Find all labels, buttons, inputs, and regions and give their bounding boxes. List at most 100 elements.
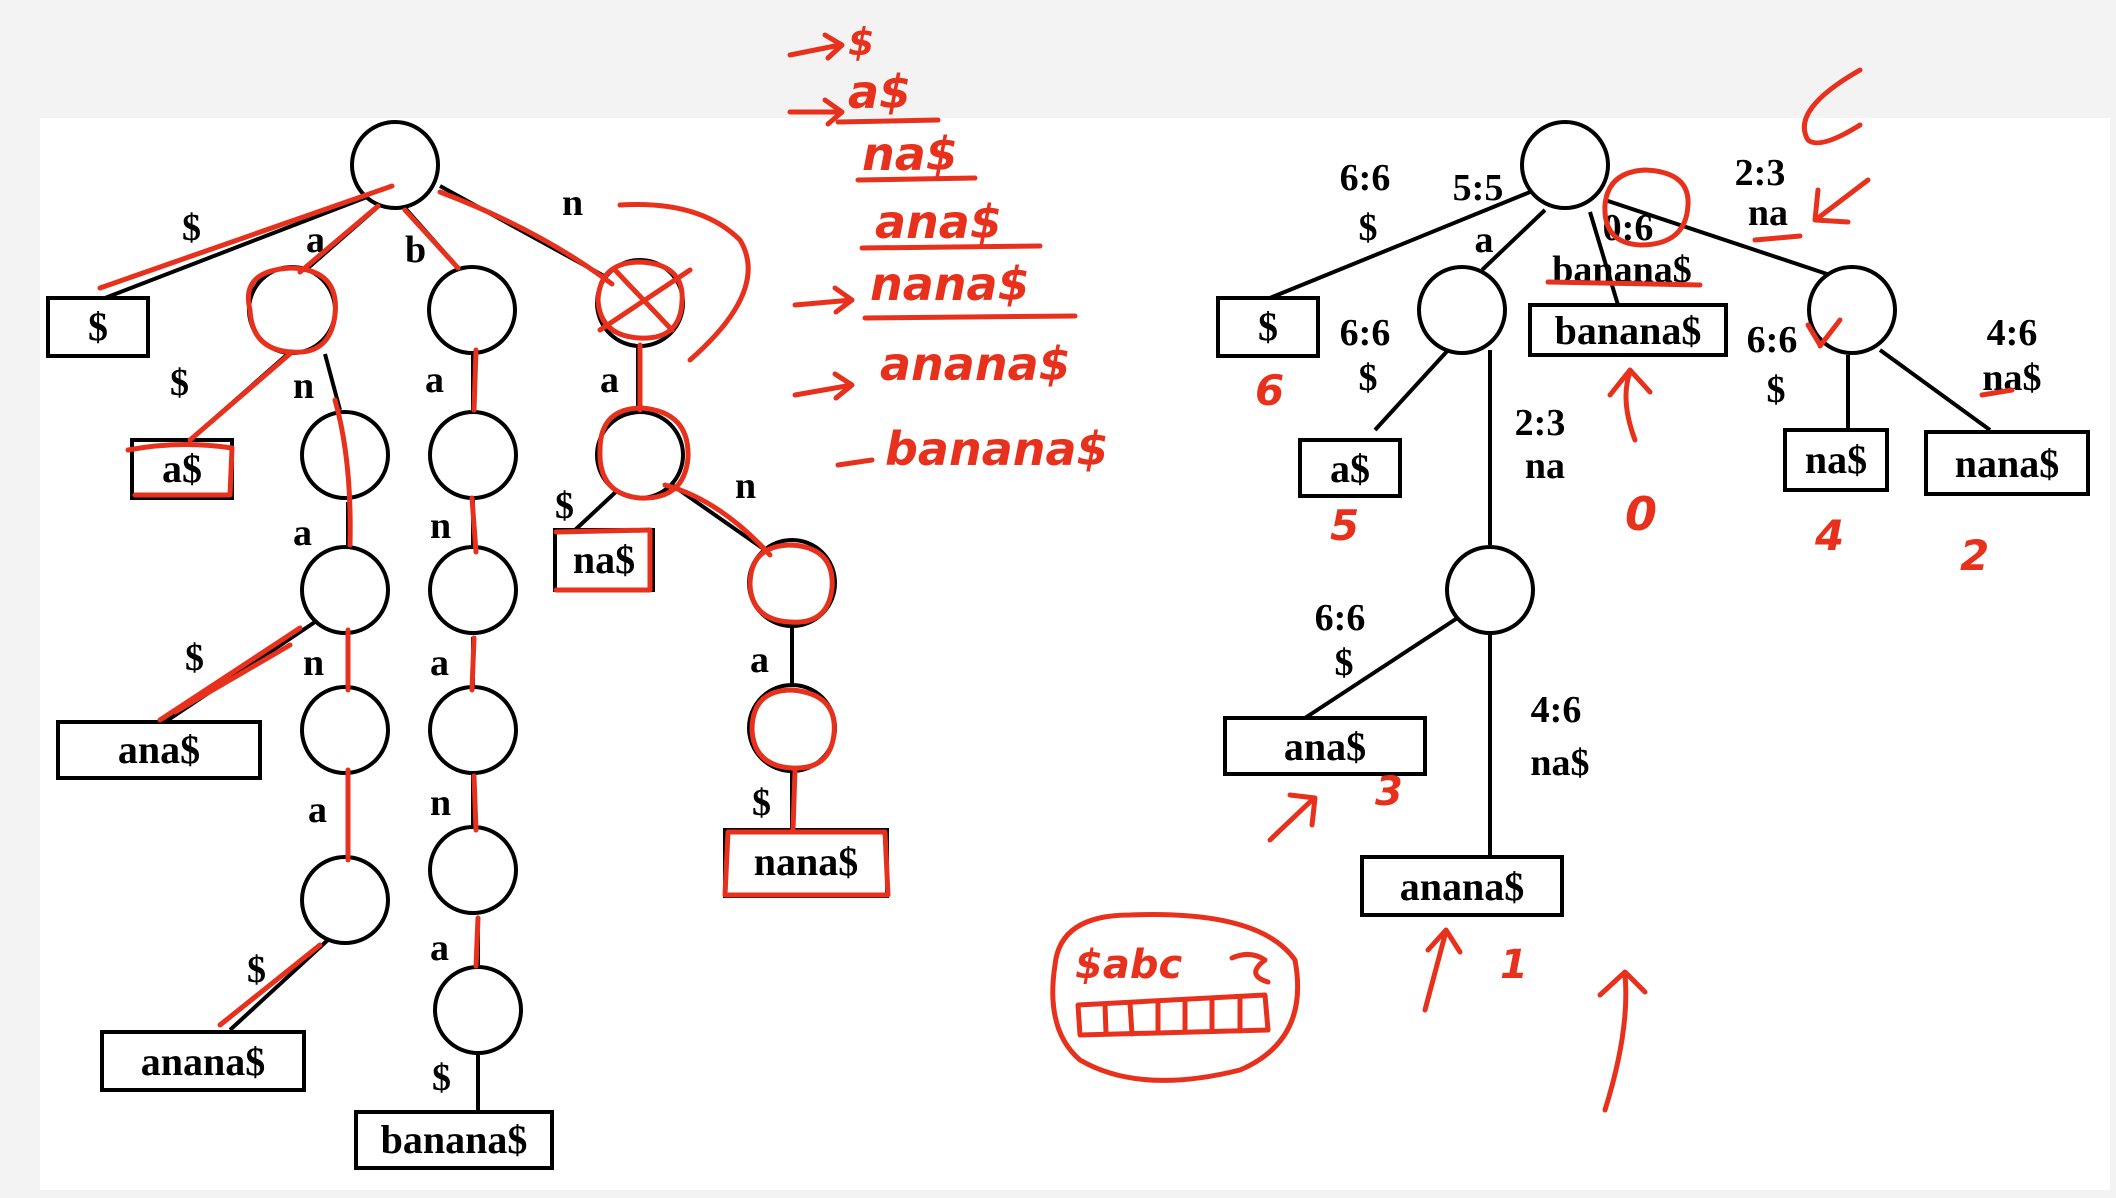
trie-edge-label: a: [293, 512, 312, 554]
ink-stroke: [597, 405, 691, 501]
ink-stroke: [722, 829, 891, 898]
ink-suffix-item: a$: [848, 65, 911, 119]
ink-underline: [835, 117, 941, 125]
ink-suffix-item: $: [848, 20, 874, 64]
ink-underline: [1752, 233, 1803, 243]
trie-leaf: na$: [553, 528, 655, 592]
suffix-tree-leaf: nana$: [1924, 430, 2090, 496]
ink-circle: [1602, 167, 1691, 248]
svg-text:nana$: nana$: [1955, 441, 2060, 486]
suffix-tree-edge-range: 4:6: [1531, 689, 1582, 731]
svg-text:ana$: ana$: [1284, 724, 1366, 769]
suffix-tree-node: [1445, 545, 1535, 635]
trie-edge-label: n: [562, 182, 583, 224]
ink-strike-node: [597, 267, 693, 333]
arrow-icon: [835, 457, 875, 468]
trie-edge-label: a: [430, 642, 449, 684]
trie-edge-label: a: [430, 927, 449, 969]
trie-node: [428, 685, 518, 775]
trie-leaf: ana$: [56, 720, 262, 780]
arrow-icon: [1597, 969, 1648, 1113]
arrow-icon: [787, 32, 845, 61]
trie-edge-label: $: [752, 782, 771, 824]
ink-strike-node: [595, 259, 685, 341]
ink-stroke: [97, 183, 395, 291]
trie-edge-label: $: [247, 949, 266, 991]
trie-node: [300, 855, 390, 945]
svg-text:ana$: ana$: [118, 727, 200, 772]
ink-stroke: [1801, 67, 1863, 146]
arrow-icon: [792, 285, 855, 315]
trie-edge-label: n: [293, 365, 314, 407]
trie-leaf: $: [46, 296, 150, 358]
suffix-tree-edge-text: na: [1525, 445, 1565, 487]
ink-suffix-item: ana$: [875, 195, 1002, 249]
ink-suffix-item: banana$: [885, 422, 1109, 476]
trie-node: [428, 410, 518, 500]
ink-stroke: [332, 397, 353, 548]
ink-stroke: [297, 203, 381, 275]
suffix-tree-edge-range: 6:6: [1315, 597, 1366, 639]
suffix-tree-leaf: ana$: [1223, 716, 1427, 776]
ink-leaf-index: 2: [1960, 531, 1989, 580]
suffix-tree-leaf: banana$: [1528, 303, 1728, 357]
svg-text:a$: a$: [162, 446, 202, 491]
trie-edge-label: n: [735, 465, 756, 507]
suffix-tree-leaf: a$: [1298, 438, 1402, 498]
svg-text:$: $: [88, 304, 108, 349]
lecture-slide: [40, 118, 2110, 1190]
suffix-tree-edge-text: na: [1748, 192, 1788, 234]
suffix-tree-edge-range: 5:5: [1453, 167, 1504, 209]
svg-text:nana$: nana$: [754, 839, 859, 884]
arrow-icon: [792, 371, 855, 401]
svg-text:anana$: anana$: [141, 1039, 266, 1084]
suffix-tree-edge-range: 2:3: [1515, 402, 1566, 444]
ink-stroke: [749, 687, 837, 771]
ink-stroke: [245, 265, 338, 355]
svg-text:$: $: [1258, 304, 1278, 349]
svg-text:na$: na$: [573, 537, 635, 582]
suffix-tree-edge-text: na$: [1530, 742, 1589, 784]
trie-edge-label: n: [430, 782, 451, 824]
svg-text:na$: na$: [1805, 437, 1867, 482]
trie-leaf: nana$: [723, 828, 889, 898]
suffix-tree-root-node: [1520, 120, 1610, 210]
svg-text:banana$: banana$: [1555, 308, 1702, 353]
arrow-icon: [1607, 367, 1653, 443]
ink-alphabet-note: $abc: [1075, 942, 1182, 988]
ink-underline: [862, 313, 1078, 321]
trie-edge-label: $: [170, 362, 189, 404]
ink-stroke: [187, 349, 295, 443]
trie-root-node: [350, 120, 440, 210]
trie-node: [427, 265, 517, 355]
ink-stroke: [747, 542, 835, 625]
trie-edge-label: n: [430, 505, 451, 547]
ink-leaf-index: 4: [1814, 511, 1844, 560]
arrow-icon: [1267, 792, 1318, 843]
suffix-tree-node: [1417, 265, 1507, 355]
trie-edge-label: a: [750, 639, 769, 681]
suffix-tree-edge-text: $: [1335, 642, 1354, 684]
suffix-tree-edge-text: $: [1359, 357, 1378, 399]
trie-edge-label: $: [185, 637, 204, 679]
suffix-tree-leaf: na$: [1783, 428, 1889, 492]
trie-edge-label: a: [308, 789, 327, 831]
trie-edge-label: $: [182, 207, 201, 249]
trie-node: [428, 825, 518, 915]
suffix-tree-leaf: anana$: [1360, 855, 1564, 917]
trie-edge-label: a: [306, 219, 325, 261]
svg-text:a$: a$: [1330, 446, 1370, 491]
ink-leaf-index: 5: [1330, 501, 1359, 550]
ink-leaf-index: 1: [1500, 942, 1528, 988]
suffix-tree-edge-range: 6:6: [1340, 312, 1391, 354]
trie-edge-label: a: [425, 359, 444, 401]
suffix-tree-edge-range: 4:6: [1987, 312, 2038, 354]
ink-suffix-item: na$: [862, 127, 958, 181]
suffix-tree-leaf: $: [1216, 296, 1320, 358]
ink-leaf-index: 0: [1625, 487, 1657, 541]
ink-leaf-index: 6: [1255, 366, 1284, 415]
arrow-icon: [787, 97, 845, 127]
suffix-trie: $ a b n $ n a $ n a $ a n a n a $ a $ n …: [46, 120, 889, 1170]
